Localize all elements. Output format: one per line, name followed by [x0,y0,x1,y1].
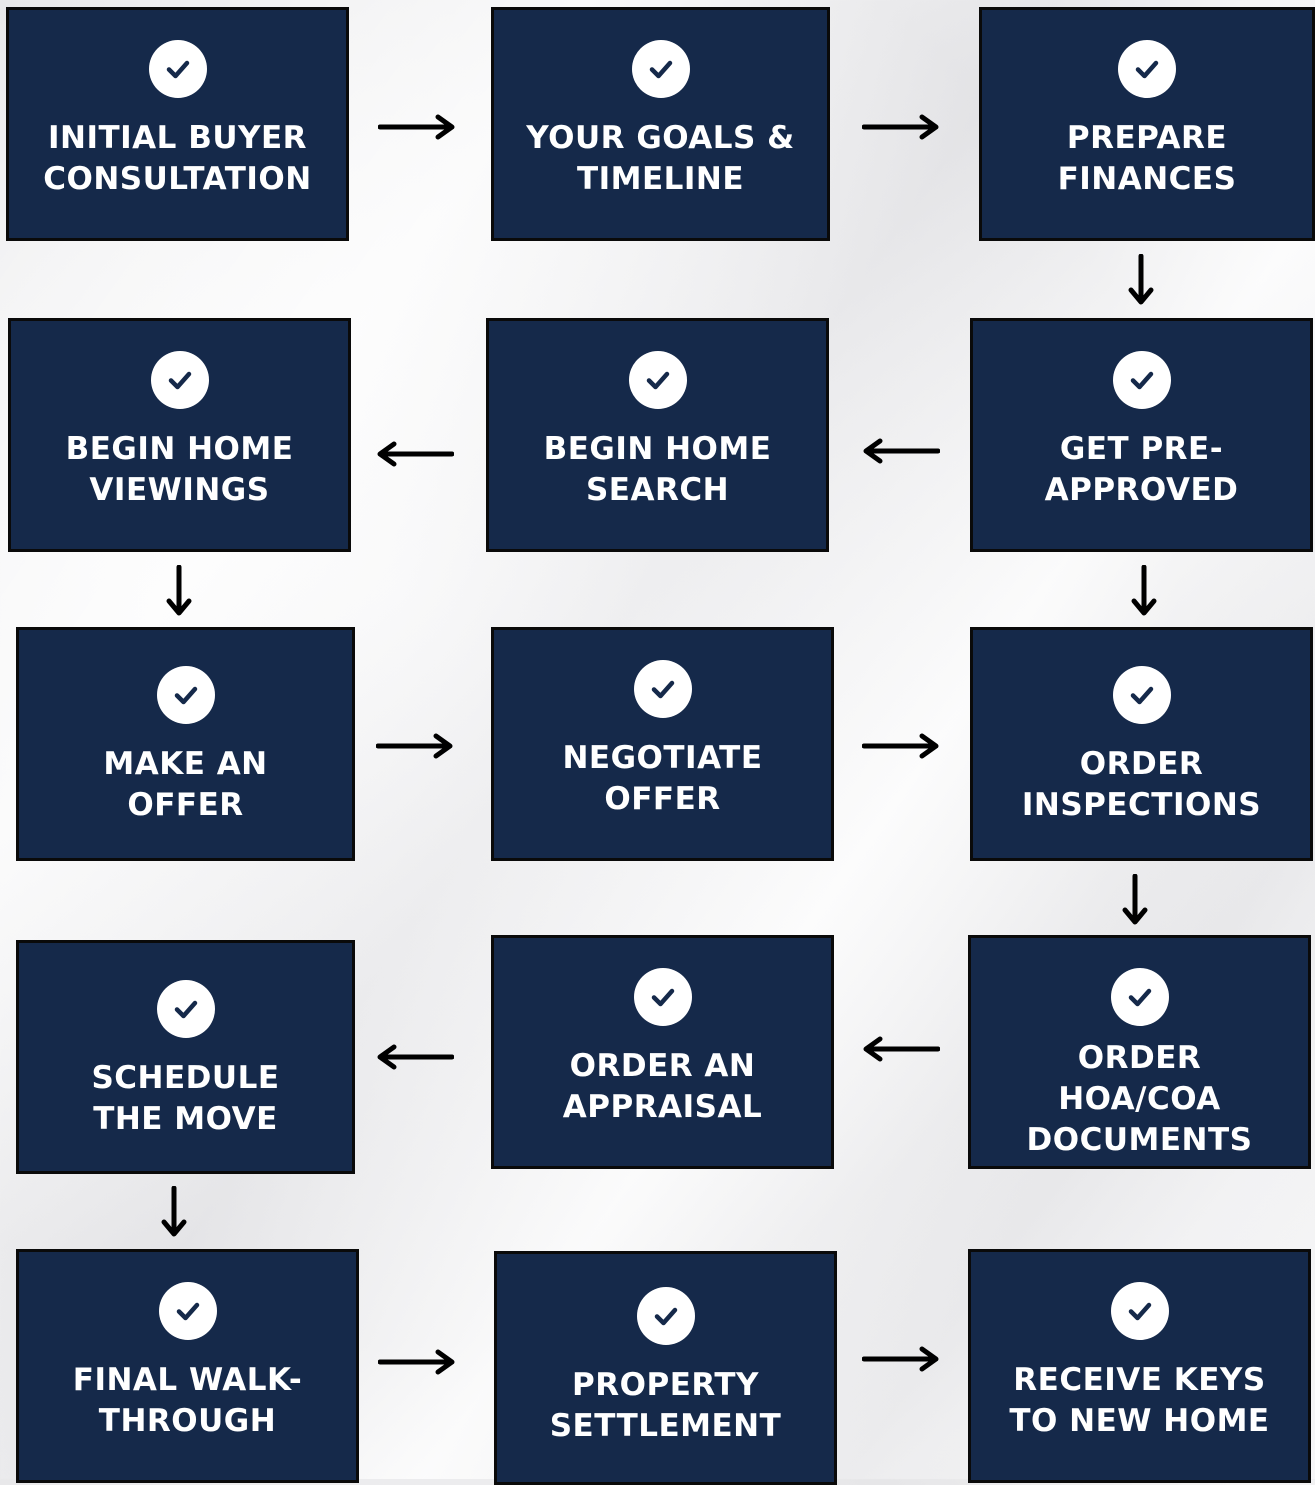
arrow-down-icon [1122,874,1148,926]
arrow-right-icon [862,114,940,140]
arrow-right-icon [378,114,456,140]
check-circle-icon [158,1282,217,1340]
step-prepare-finances: PREPARE FINANCES [979,7,1315,241]
check-circle-icon [633,968,692,1026]
step-begin-home-viewings: BEGIN HOME VIEWINGS [8,318,351,552]
step-label: BEGIN HOME VIEWINGS [65,431,294,508]
step-label: PROPERTY SETTLEMENT [549,1367,782,1444]
check-circle-icon [1110,1282,1169,1340]
step-order-an-appraisal: ORDER AN APPRAISAL [491,935,834,1169]
arrow-right-icon [862,1346,940,1372]
step-your-goals-timeline: YOUR GOALS & TIMELINE [491,7,830,241]
step-label: MAKE AN OFFER [103,746,268,823]
step-final-walk-through: FINAL WALK- THROUGH [16,1249,359,1483]
step-label: NEGOTIATE OFFER [562,740,763,817]
check-circle-icon [1112,351,1171,409]
step-label: RECEIVE KEYS TO NEW HOME [1009,1362,1270,1439]
check-circle-icon [1118,40,1176,98]
arrow-left-icon [376,1044,454,1070]
check-circle-icon [156,980,215,1038]
step-negotiate-offer: NEGOTIATE OFFER [491,627,834,861]
arrow-right-icon [376,733,454,759]
arrow-right-icon [378,1349,456,1375]
step-label: ORDER AN APPRAISAL [562,1048,763,1125]
check-circle-icon [628,351,687,409]
check-circle-icon [150,351,209,409]
step-label: ORDER HOA/COA DOCUMENTS [1026,1040,1253,1158]
arrow-down-icon [161,1186,187,1238]
step-order-hoa-coa-documents: ORDER HOA/COA DOCUMENTS [968,935,1311,1169]
step-make-an-offer: MAKE AN OFFER [16,627,355,861]
step-receive-keys-to-new-home: RECEIVE KEYS TO NEW HOME [968,1249,1311,1483]
step-label: BEGIN HOME SEARCH [543,431,772,508]
check-circle-icon [148,40,207,98]
step-label: FINAL WALK- THROUGH [72,1362,303,1439]
step-get-pre-approved: GET PRE- APPROVED [970,318,1313,552]
check-circle-icon [636,1287,695,1345]
step-label: YOUR GOALS & TIMELINE [526,120,795,197]
step-initial-buyer-consultation: INITIAL BUYER CONSULTATION [6,7,349,241]
step-label: INITIAL BUYER CONSULTATION [43,120,312,197]
step-label: SCHEDULE THE MOVE [91,1060,280,1137]
step-label: PREPARE FINANCES [1057,120,1237,197]
check-circle-icon [1112,666,1171,724]
step-order-inspections: ORDER INSPECTIONS [970,627,1313,861]
step-schedule-the-move: SCHEDULE THE MOVE [16,940,355,1174]
arrow-left-icon [862,438,940,464]
check-circle-icon [633,660,692,718]
arrow-right-icon [862,733,940,759]
step-property-settlement: PROPERTY SETTLEMENT [494,1251,837,1485]
step-label: GET PRE- APPROVED [1044,431,1239,508]
arrow-down-icon [1128,254,1154,306]
check-circle-icon [1110,968,1169,1026]
step-begin-home-search: BEGIN HOME SEARCH [486,318,829,552]
arrow-left-icon [376,441,454,467]
arrow-left-icon [862,1036,940,1062]
check-circle-icon [156,666,215,724]
step-label: ORDER INSPECTIONS [1021,746,1262,823]
check-circle-icon [631,40,690,98]
arrow-down-icon [1131,565,1157,617]
arrow-down-icon [166,565,192,617]
